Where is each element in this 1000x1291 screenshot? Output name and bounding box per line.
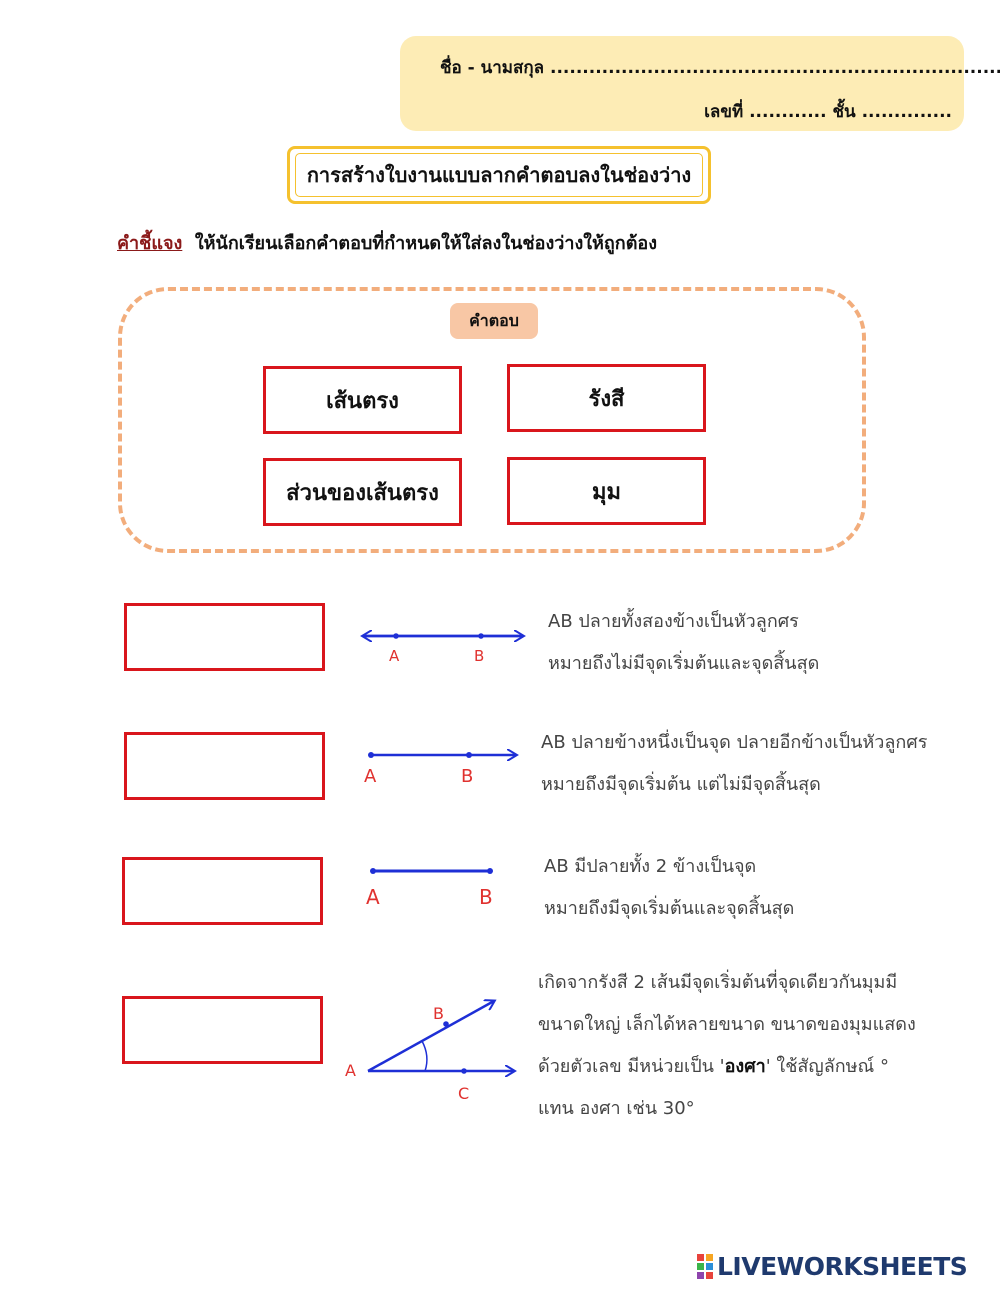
label-a: A: [345, 1061, 356, 1080]
label-b: B: [474, 647, 484, 665]
label-a: A: [364, 766, 377, 787]
name-field-label: ชื่อ - นามสกุล .........................…: [440, 58, 1000, 78]
drop-zone-1[interactable]: [124, 603, 325, 671]
label-b: B: [461, 766, 473, 787]
point-b: [466, 752, 472, 758]
instruction-label: คำชี้แจง: [117, 233, 183, 254]
answer-chip-ray[interactable]: รังสี: [507, 364, 706, 432]
page-title: การสร้างใบงานแบบลากคำตอบลงในช่องว่าง: [295, 153, 703, 197]
description-line-4: แทน องศา เช่น 30°: [538, 1098, 695, 1119]
answer-chip-line-segment[interactable]: ส่วนของเส้นตรง: [263, 458, 462, 526]
description-ray: AB ปลายข้างหนึ่งเป็นจุด ปลายอีกข้างเป็นห…: [541, 722, 927, 806]
description-segment: AB มีปลายทั้ง 2 ข้างเป็นจุด หมายถึงมีจุด…: [544, 846, 794, 930]
description-line: AB ปลายทั้งสองข้างเป็นหัวลูกศร หมายถึงไม…: [548, 601, 819, 685]
ray-figure: A B: [364, 752, 516, 787]
point-b: [443, 1021, 449, 1027]
description-line-1: AB ปลายข้างหนึ่งเป็นจุด ปลายอีกข้างเป็นห…: [541, 732, 928, 753]
instruction-text: ให้นักเรียนเลือกคำตอบที่กำหนดให้ใส่ลงในช…: [194, 233, 657, 254]
answer-bank: คำตอบ: [118, 287, 866, 553]
segment-figure: A B: [366, 868, 493, 909]
point-b: [478, 633, 484, 639]
point-c: [461, 1068, 467, 1074]
point-b: [487, 868, 493, 874]
drop-zone-3[interactable]: [122, 857, 323, 925]
label-b: B: [433, 1004, 444, 1023]
description-line-1: AB ปลายทั้งสองข้างเป็นหัวลูกศร: [548, 611, 799, 632]
student-info-box: ชื่อ - นามสกุล .........................…: [400, 36, 1000, 131]
logo-squares-icon: [697, 1254, 713, 1279]
degree-term: องศา: [724, 1056, 766, 1077]
label-b: B: [479, 885, 493, 909]
description-line-1: AB มีปลายทั้ง 2 ข้างเป็นจุด: [544, 856, 757, 877]
description-line-2: หมายถึงมีจุดเริ่มต้นและจุดสิ้นสุด: [544, 898, 795, 919]
answer-chip-line[interactable]: เส้นตรง: [263, 366, 462, 434]
line-figure: A B: [363, 633, 523, 665]
description-line-2: หมายถึงไม่มีจุดเริ่มต้นและจุดสิ้นสุด: [548, 653, 820, 674]
angle-figure: A B C: [345, 1001, 514, 1103]
point-a: [370, 868, 376, 874]
description-line-2: หมายถึงมีจุดเริ่มต้น แต่ไม่มีจุดสิ้นสุด: [541, 774, 821, 795]
description-line-2: ขนาดใหญ่ เล็กได้หลายขนาด ขนาดของมุมแสดง: [538, 1014, 916, 1035]
description-angle: เกิดจากรังสี 2 เส้นมีจุดเริ่มต้นที่จุดเด…: [538, 962, 916, 1130]
label-a: A: [389, 647, 400, 665]
angle-arc: [421, 1040, 428, 1072]
label-c: C: [458, 1084, 469, 1103]
description-line-3: ด้วยตัวเลข มีหน่วยเป็น 'องศา' ใช้สัญลักษ…: [538, 1056, 889, 1077]
liveworksheets-logo: LIVEWORKSHEETS: [697, 1252, 968, 1281]
label-a: A: [366, 885, 380, 909]
drop-zone-2[interactable]: [124, 732, 325, 800]
answer-bank-header: คำตอบ: [450, 303, 538, 339]
answer-chip-angle[interactable]: มุม: [507, 457, 706, 525]
instruction: คำชี้แจง ให้นักเรียนเลือกคำตอบที่กำหนดให…: [117, 228, 657, 257]
number-class-field-label: เลขที่ ............ ชั้น ..............: [704, 102, 952, 122]
description-line-1: เกิดจากรังสี 2 เส้นมีจุดเริ่มต้นที่จุดเด…: [538, 972, 898, 993]
title-frame: การสร้างใบงานแบบลากคำตอบลงในช่องว่าง: [287, 146, 711, 204]
point-a: [393, 633, 399, 639]
drop-zone-4[interactable]: [122, 996, 323, 1064]
point-a: [368, 752, 374, 758]
logo-text: LIVEWORKSHEETS: [717, 1252, 968, 1281]
